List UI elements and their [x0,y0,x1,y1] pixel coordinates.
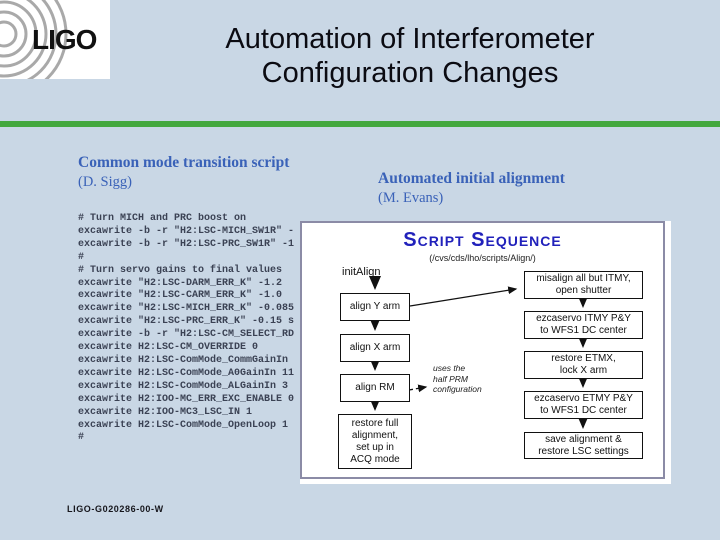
flow-note-half-prm: uses the half PRM configuration [433,363,482,394]
right-section-heading: Automated initial alignment (M. Evans) [378,169,678,208]
ligo-logo-text: LIGO [32,24,97,55]
left-section-title: Common mode transition script [78,154,290,171]
script-sequence-path: (/cvs/cds/lho/scripts/Align/) [429,253,536,263]
flow-box-align-x-arm: align X arm [340,334,410,362]
script-sequence-image: Script Sequence (/cvs/cds/lho/scripts/Al… [300,221,671,484]
slide-title-line1: Automation of Interferometer [225,23,595,55]
left-section-author: (D. Sigg) [78,174,132,190]
right-section-title: Automated initial alignment [378,170,565,187]
arrow-align-y-to-misalign [409,286,518,307]
right-section-author: (M. Evans) [378,190,444,206]
flow-box-ezcaservo-etmy: ezcaservo ETMY P&Y to WFS1 DC center [524,391,643,419]
flow-box-align-rm: align RM [340,374,410,402]
slide-title-line2: Configuration Changes [261,57,559,89]
flow-box-restore-full-alignment: restore full alignment, set up in ACQ mo… [338,414,412,469]
ligo-logo: LIGO [0,0,110,79]
ligo-waves-icon [0,0,68,79]
flow-box-restore-etmx: restore ETMX, lock X arm [524,351,643,379]
document-id: LIGO-G020286-00-W [67,504,164,514]
title-divider [0,121,720,127]
script-sequence-title: Script Sequence [403,229,562,251]
flow-box-ezcaservo-itmy: ezcaservo ITMY P&Y to WFS1 DC center [524,311,643,339]
flow-start-label: initAlign [342,266,381,278]
script-sequence-frame: Script Sequence (/cvs/cds/lho/scripts/Al… [300,221,665,479]
slide-title: Automation of Interferometer Configurati… [110,22,710,90]
flowchart-arrows [369,276,589,429]
flow-box-misalign-all-but-itmy: misalign all but ITMY, open shutter [524,271,643,299]
arrow-align-rm-to-note [408,384,428,393]
script-code-block: # Turn MICH and PRC boost on excawrite -… [78,213,295,444]
flow-box-align-y-arm: align Y arm [340,293,410,321]
flow-box-save-alignment: save alignment & restore LSC settings [524,432,643,459]
left-section-heading: Common mode transition script (D. Sigg) [78,153,378,192]
